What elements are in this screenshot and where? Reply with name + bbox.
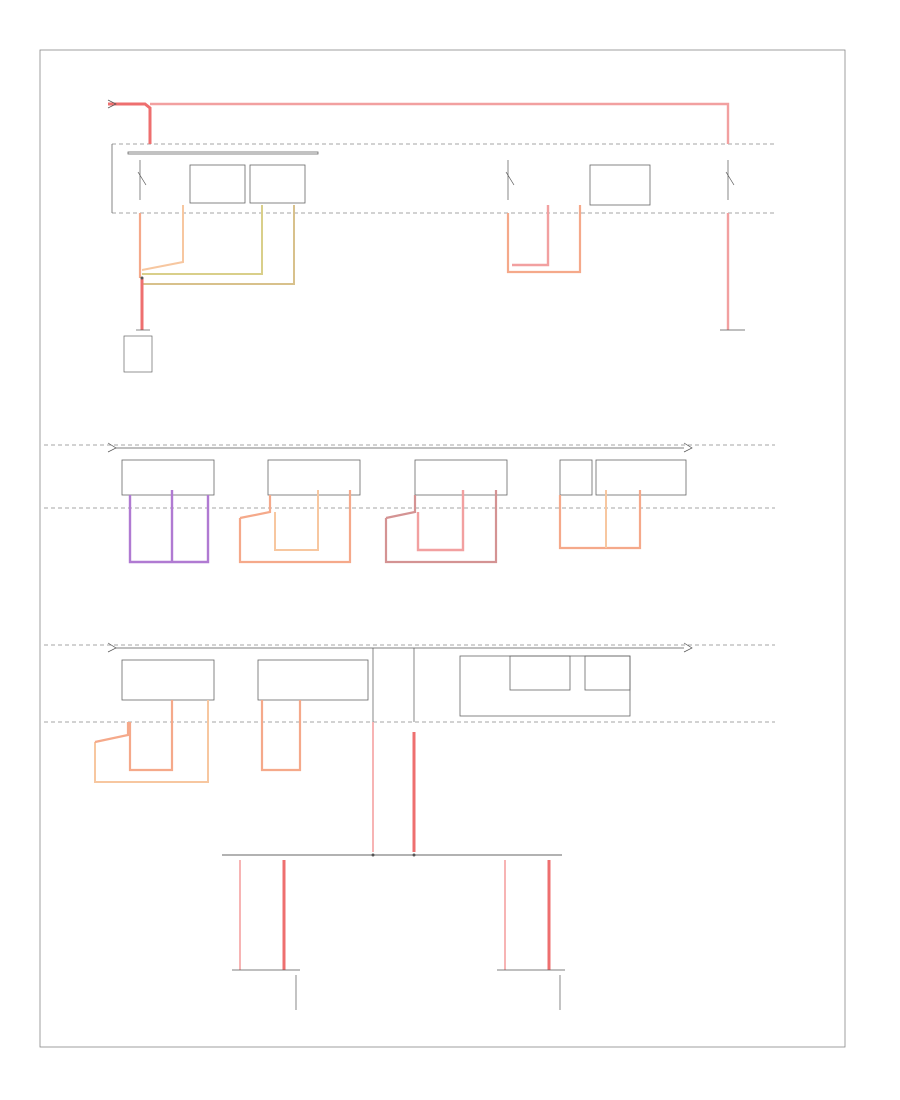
wire-bottom-loop: [94, 700, 209, 783]
connector-left: [123, 335, 153, 373]
section-bottom: [44, 642, 775, 1010]
fuse-group-left: [127, 151, 319, 204]
diagram-border: [39, 49, 846, 1048]
section-middle: [44, 442, 775, 564]
section-top: [107, 99, 775, 373]
top-feed-wire: [108, 102, 152, 144]
fuse-group-right: [505, 160, 651, 206]
wire-violet: [128, 495, 210, 564]
